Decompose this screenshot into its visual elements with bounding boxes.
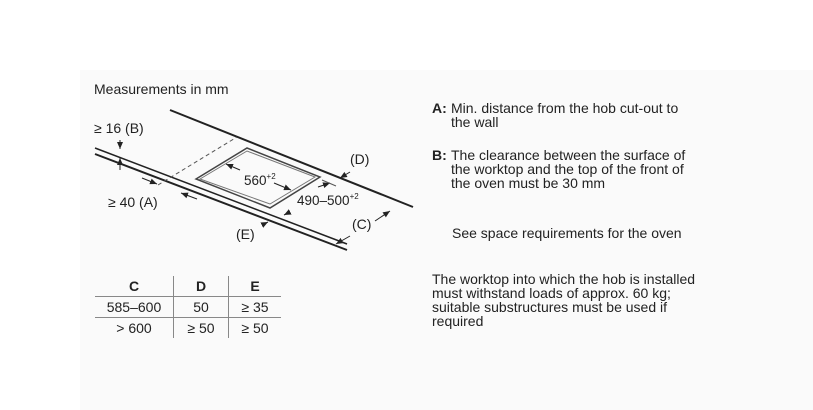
cell: 50 [173, 296, 229, 318]
width-label: 560+2 [244, 172, 276, 188]
dim-c-arrow-top [374, 210, 391, 222]
table-row: > 600 ≥ 50 ≥ 50 [95, 317, 281, 338]
cell: ≥ 50 [173, 317, 229, 338]
cell: ≥ 50 [241, 320, 269, 336]
cell: > 600 [95, 317, 174, 338]
cell: 585–600 [95, 296, 174, 318]
load-line: must withstand loads of approx. 60 kg; [432, 285, 671, 301]
cell: ≥ 35 [241, 299, 269, 315]
dim-d-arrow [339, 171, 351, 179]
note-b-line: The clearance between the surface of [451, 147, 686, 163]
dim-e-arrow [260, 221, 269, 228]
header-c: C [95, 276, 174, 297]
background-panel [80, 70, 813, 410]
table-row: 585–600 50 ≥ 35 [95, 296, 281, 318]
wall-line [169, 109, 414, 208]
load-line: suitable substructures must be used if [432, 299, 668, 315]
dim-depth-arrow-bottom [283, 209, 292, 216]
label-b: ≥ 16 (B) [94, 120, 144, 136]
note-b-key: B: [432, 147, 447, 163]
table-header-row: C D E [95, 276, 281, 297]
clearance-table: C D E 585–600 50 ≥ 35 > 600 ≥ 50 ≥ 50 [95, 276, 281, 338]
dim-depth-arrow-top [317, 182, 331, 189]
measurements-title: Measurements in mm [94, 81, 229, 97]
dim-width-arrow-right [273, 182, 292, 191]
label-e: (E) [236, 226, 255, 242]
label-c: (C) [352, 216, 372, 232]
load-note: The worktop into which the hob is instal… [432, 272, 695, 328]
worktop-front-edge-top [94, 147, 348, 245]
load-line: The worktop into which the hob is instal… [432, 271, 696, 287]
dim-c-arrow-bottom [335, 235, 351, 245]
header-e: E [250, 278, 260, 294]
dim-width-arrow-left [225, 163, 241, 171]
hob-dashed-line [157, 136, 238, 186]
load-line: required [432, 313, 484, 329]
dim-a-arrow-left [141, 177, 158, 185]
dim-a-arrow-right [180, 192, 198, 200]
label-d: (D) [350, 151, 370, 167]
note-a-line: the wall [451, 114, 499, 130]
label-a: ≥ 40 (A) [108, 194, 158, 210]
note-a-key: A: [432, 100, 447, 116]
note-b-line: the oven must be 30 mm [451, 175, 606, 191]
dim-depth-ext [321, 179, 337, 187]
cutout-outline [194, 147, 322, 209]
header-d: D [173, 276, 229, 297]
depth-label: 490–500+2 [297, 192, 359, 208]
oven-reference: See space requirements for the oven [452, 225, 682, 241]
note-b-line: the worktop and the top of the front of [451, 161, 684, 177]
worktop-front-edge-bottom [94, 153, 348, 251]
cutout-inner [198, 150, 317, 205]
note-a-line: Min. distance from the hob cut-out to [451, 100, 679, 116]
